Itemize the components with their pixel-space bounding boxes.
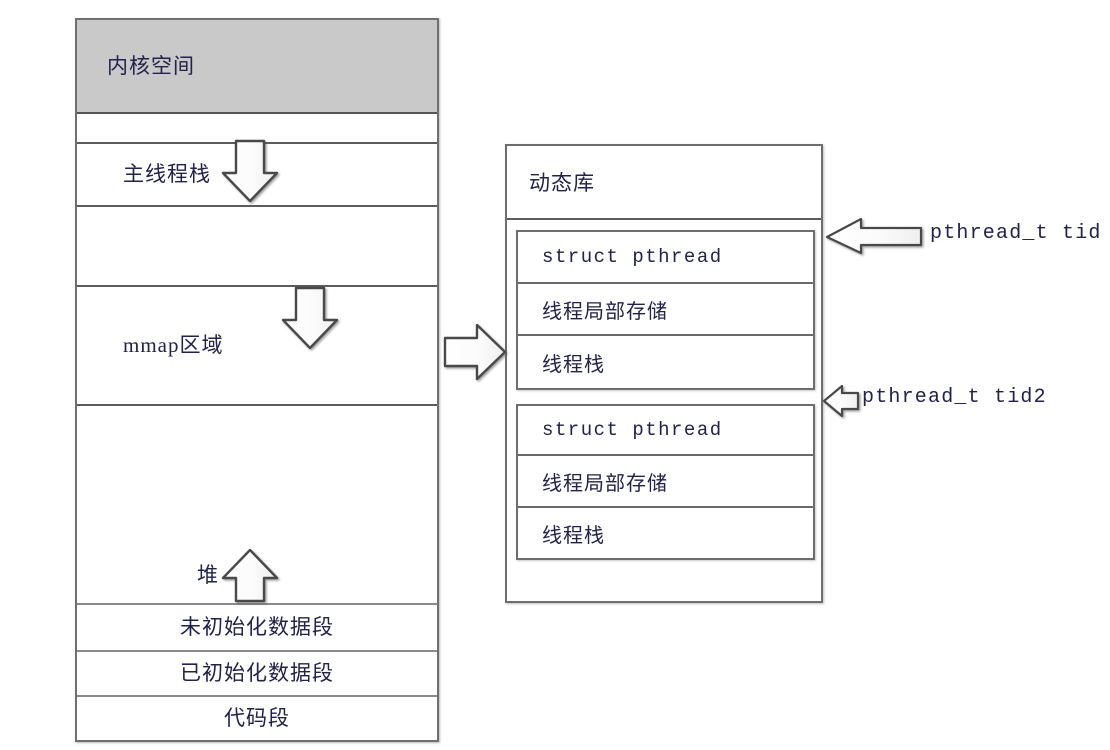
segment-kernel-space: 内核空间 [77,20,437,114]
segment-data: 已初始化数据段 [77,652,437,695]
thread-row-label: 线程局部存储 [542,300,668,323]
annotation-pthread-tid: pthread_t tid [930,222,1102,245]
thread-block-2: struct pthread 线程局部存储 线程栈 [516,404,815,560]
thread-row-label: 线程栈 [542,524,605,547]
dynamic-library-box: 动态库 struct pthread 线程局部存储 线程栈 struct pth… [505,144,823,603]
process-address-space: 内核空间 主线程栈 mmap区域 堆 未初始化数据段 已初始化数据段 [75,18,439,742]
thread-row-label: 线程栈 [542,353,605,376]
thread-row-label: struct pthread [542,246,723,268]
thread-row-tls: 线程局部存储 [518,454,813,506]
segment-bss: 未初始化数据段 [77,605,437,650]
segment-mmap-region-label: mmap区域 [123,333,224,357]
thread-row-struct-pthread: struct pthread [518,232,813,282]
segment-kernel-space-label: 内核空间 [107,53,195,78]
segment-mmap-region: mmap区域 [77,287,437,404]
dynamic-library-title-label: 动态库 [529,171,595,195]
divider-2 [77,205,437,207]
thread-row-label: struct pthread [542,419,723,441]
segment-text: 代码段 [77,697,437,740]
annotation-pthread-tid2: pthread_t tid2 [862,386,1047,409]
segment-heap: 堆 [77,550,437,600]
divider-6 [77,650,437,652]
thread-block-1: struct pthread 线程局部存储 线程栈 [516,230,815,390]
thread-row-struct-pthread: struct pthread [518,406,813,454]
right-arrow-icon [443,323,507,381]
segment-bss-label: 未初始化数据段 [180,615,334,639]
divider-7 [77,695,437,697]
thread-row-thread-stack: 线程栈 [518,334,813,388]
divider-5 [77,603,437,605]
thread-row-label: 线程局部存储 [542,472,668,495]
segment-data-label: 已初始化数据段 [180,661,334,685]
divider-4 [77,404,437,406]
segment-main-thread-stack: 主线程栈 [77,144,437,205]
left-arrow-icon [822,384,860,418]
left-arrow-icon [825,217,923,255]
thread-row-thread-stack: 线程栈 [518,506,813,558]
dynamic-library-title: 动态库 [507,146,821,220]
segment-main-thread-stack-label: 主线程栈 [123,162,211,186]
segment-heap-label: 堆 [197,562,219,587]
divider-3 [77,285,437,287]
thread-row-tls: 线程局部存储 [518,282,813,334]
segment-text-label: 代码段 [224,706,290,730]
